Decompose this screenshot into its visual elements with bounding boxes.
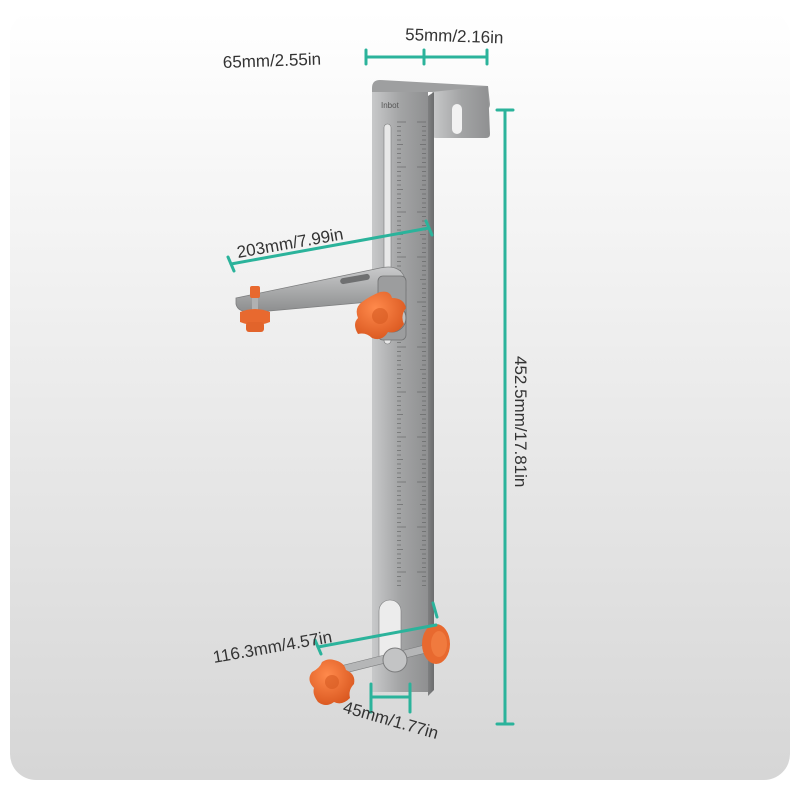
main-bar-side [428,92,434,696]
upper-arm-assembly [235,266,407,341]
arm-screw-top [250,286,260,298]
dim-line-slot [316,623,438,649]
brand-mark: Inbot [381,101,400,110]
lower-right-knob-face [431,631,447,657]
arm-screw-cap [246,322,264,332]
hook [372,80,490,110]
upper-arm-slot [340,273,370,285]
label-total-height: 452.5mm/17.81in [511,356,530,487]
ruler-scale [397,121,426,586]
ruler-bracket: Inbot [372,80,490,696]
lower-knob-assembly [309,624,450,705]
dim-line-arm [229,226,431,266]
lower-left-knob-center [325,675,339,689]
label-hook-depth: 65mm/2.55in [222,50,321,72]
label-hook-width: 55mm/2.16in [405,25,504,47]
lower-collar [382,647,408,673]
arm-screw-foot [240,309,270,325]
dimension-lines [226,48,515,726]
hook-slot [452,104,462,134]
upper-knob-center [372,308,388,324]
arm-screw-shaft [252,298,258,316]
